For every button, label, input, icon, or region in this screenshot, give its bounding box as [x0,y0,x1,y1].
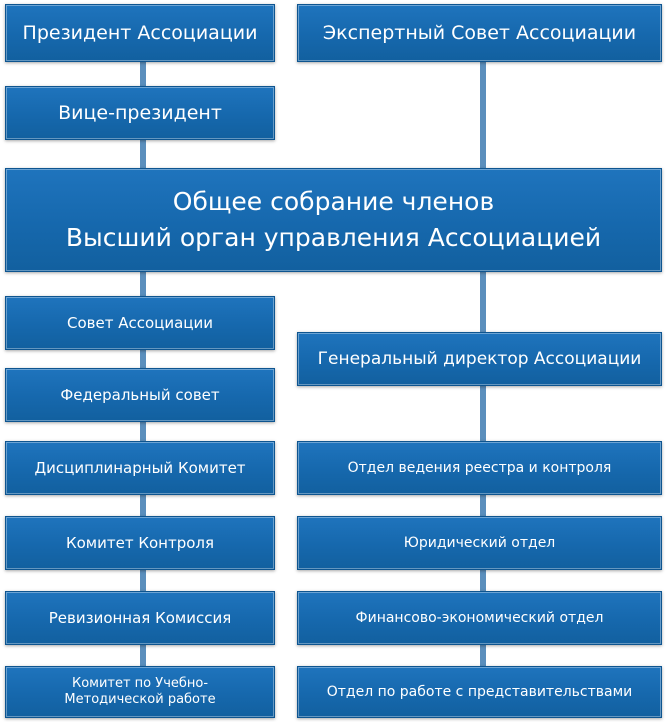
connector-left-column [140,350,146,670]
legal-department-box: Юридический отдел [297,516,662,570]
federal-council-label: Федеральный совет [60,386,220,404]
disciplinary-committee-label: Дисциплинарный Комитет [34,459,246,477]
general-director-box: Генеральный директор Ассоциации [297,332,662,386]
association-council-label: Совет Ассоциации [66,314,213,332]
legal-department-label: Юридический отдел [403,534,556,551]
methodology-committee-line1: Комитет по Учебно- [71,676,209,692]
expert-council-label: Экспертный Совет Ассоциации [322,21,637,44]
control-committee-box: Комитет Контроля [5,516,275,570]
general-director-label: Генеральный директор Ассоциации [317,348,642,369]
president-box: Президент Ассоциации [5,4,275,62]
registry-department-box: Отдел ведения реестра и контроля [297,441,662,495]
control-committee-label: Комитет Контроля [65,534,215,552]
expert-council-box: Экспертный Совет Ассоциации [297,4,662,62]
general-meeting-box: Общее собрание членов Высший орган управ… [5,168,662,272]
president-label: Президент Ассоциации [22,21,258,44]
methodology-committee-box: Комитет по Учебно- Методической работе [5,666,275,718]
general-meeting-line2: Высший орган управления Ассоциацией [65,223,602,252]
audit-commission-label: Ревизионная Комиссия [48,609,232,627]
connector-expert-meeting [480,62,486,168]
connector-meeting-council [140,272,146,296]
finance-department-label: Финансово-экономический отдел [355,609,604,626]
vice-president-label: Вице-президент [58,101,222,124]
connector-meeting-director [480,272,486,332]
representations-department-label: Отдел по работе с представительствами [326,683,633,700]
association-council-box: Совет Ассоциации [5,296,275,350]
vice-president-box: Вице-президент [5,86,275,140]
audit-commission-box: Ревизионная Комиссия [5,591,275,645]
federal-council-box: Федеральный совет [5,368,275,422]
representations-department-box: Отдел по работе с представительствами [297,666,662,718]
disciplinary-committee-box: Дисциплинарный Комитет [5,441,275,495]
registry-department-label: Отдел ведения реестра и контроля [347,459,612,476]
general-meeting-line1: Общее собрание членов [172,186,495,216]
connector-vice-meeting [140,140,146,168]
connector-president-vice [140,62,146,86]
finance-department-box: Финансово-экономический отдел [297,591,662,645]
methodology-committee-line2: Методической работе [64,692,216,707]
